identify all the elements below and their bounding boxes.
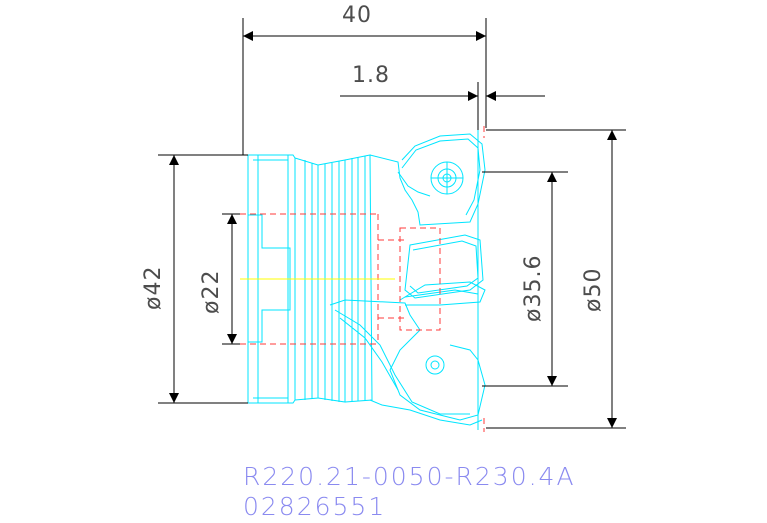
dimension-body-diameter-label: ø35.6 (521, 255, 546, 322)
tool-body-outline (247, 130, 486, 430)
dimension-insert-offset-label: 1.8 (352, 63, 390, 88)
part-order-number: 02826551 (243, 492, 387, 521)
dimension-cutting-diameter (486, 129, 626, 429)
part-designation: R220.21-0050-R230.4A (243, 462, 576, 491)
dimension-overall-length-label: 40 (342, 3, 372, 28)
dimension-body-diameter (482, 171, 568, 387)
dimension-insert-offset (340, 82, 545, 130)
dimension-shank-diameter-label: ø42 (141, 266, 166, 310)
dimension-bore-diameter-label: ø22 (199, 270, 224, 314)
dimension-bore-diameter (222, 213, 240, 345)
dimension-cutting-diameter-label: ø50 (581, 268, 606, 312)
dimension-overall-length (242, 18, 487, 155)
dimension-shank-diameter (158, 154, 248, 404)
